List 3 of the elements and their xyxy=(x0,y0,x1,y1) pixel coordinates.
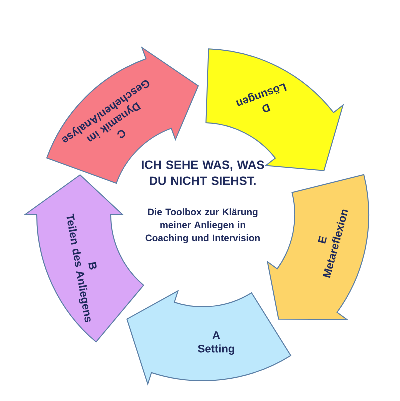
arrow-segment: B Teilen des Anliegens xyxy=(24,174,144,343)
subtitle: Die Toolbox zur Klärung meiner Anliegen in Coaching und Intervision xyxy=(146,208,260,244)
arrow-segment: A Setting xyxy=(126,290,292,385)
